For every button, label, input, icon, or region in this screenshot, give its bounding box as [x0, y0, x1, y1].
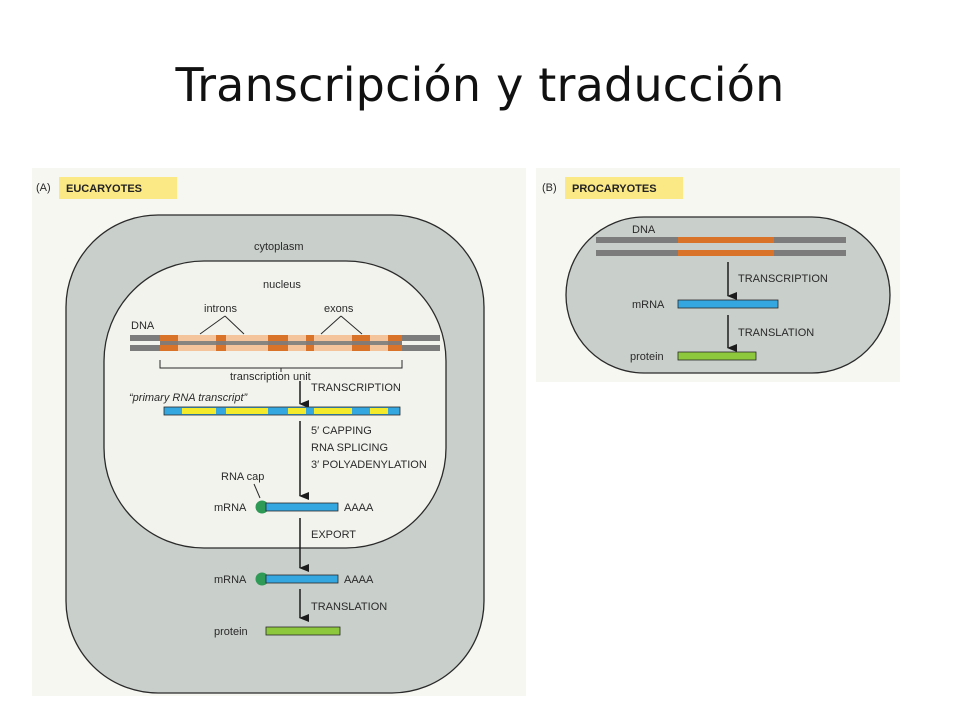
mrna-nucleus-label: mRNA	[214, 502, 247, 514]
procaryotes-tag	[565, 177, 683, 199]
eucaryotes-diagram: (A) EUCARYOTES cytoplasm nucleus introns…	[36, 177, 485, 694]
aaaa-nucleus-label: AAAA	[344, 502, 374, 514]
primary-transcript-label: “primary RNA transcript”	[129, 392, 248, 404]
cytoplasm-label: cytoplasm	[254, 241, 304, 253]
translation-label: TRANSLATION	[738, 327, 814, 339]
rna-cap-pointer	[253, 483, 261, 499]
transcription-unit-label: transcription unit	[230, 371, 311, 383]
dna-gene	[678, 250, 774, 256]
protein-bar	[677, 351, 757, 361]
procaryotes-tag-label: PROCARYOTES	[572, 183, 657, 195]
dna-double-helix	[130, 335, 440, 351]
slide-title: Transcripción y traducción	[175, 58, 785, 112]
export-label: EXPORT	[311, 529, 356, 541]
polyadenylation-label: 3′ POLYADENYLATION	[311, 459, 427, 471]
primary-rna-transcript	[163, 406, 401, 416]
mrna-bar	[677, 299, 779, 309]
transcription-label: TRANSCRIPTION	[311, 382, 401, 394]
rna-cap-icon	[255, 500, 269, 514]
capping-label: 5′ CAPPING	[311, 425, 372, 437]
dna-label: DNA	[131, 320, 155, 332]
eucaryotes-tag-label: EUCARYOTES	[66, 183, 142, 195]
introns-pointer	[199, 315, 245, 335]
mrna-cytoplasm-label: mRNA	[214, 574, 247, 586]
protein-bar	[265, 626, 341, 636]
introns-label: introns	[204, 303, 238, 315]
transcription-label: TRANSCRIPTION	[738, 273, 828, 285]
rna-cap-label: RNA cap	[221, 471, 264, 483]
rna-cap-icon	[255, 572, 269, 586]
exons-pointer	[320, 315, 363, 335]
nucleus-label: nucleus	[263, 279, 301, 291]
mrna-label: mRNA	[632, 299, 665, 311]
dna-label: DNA	[632, 224, 656, 236]
panel-b-letter: (B)	[542, 182, 557, 194]
exons-label: exons	[324, 303, 354, 315]
procaryotes-diagram: (B) PROCARYOTES DNA TRANSCRIPTION mRNA T…	[542, 177, 891, 374]
procaryotes-panel: (B) PROCARYOTES DNA TRANSCRIPTION mRNA T…	[536, 168, 900, 382]
dna-double-helix	[596, 237, 846, 256]
mrna-cytoplasm	[265, 574, 339, 584]
eucaryotes-tag	[59, 177, 177, 199]
translation-label: TRANSLATION	[311, 601, 387, 613]
eucaryotes-panel: (A) EUCARYOTES cytoplasm nucleus introns…	[32, 168, 526, 696]
mrna-nucleus	[265, 502, 339, 512]
protein-label: protein	[630, 351, 664, 363]
panel-a-letter: (A)	[36, 182, 51, 194]
aaaa-cytoplasm-label: AAAA	[344, 574, 374, 586]
protein-label: protein	[214, 626, 248, 638]
splicing-label: RNA SPLICING	[311, 442, 388, 454]
dna-gene	[678, 237, 774, 243]
